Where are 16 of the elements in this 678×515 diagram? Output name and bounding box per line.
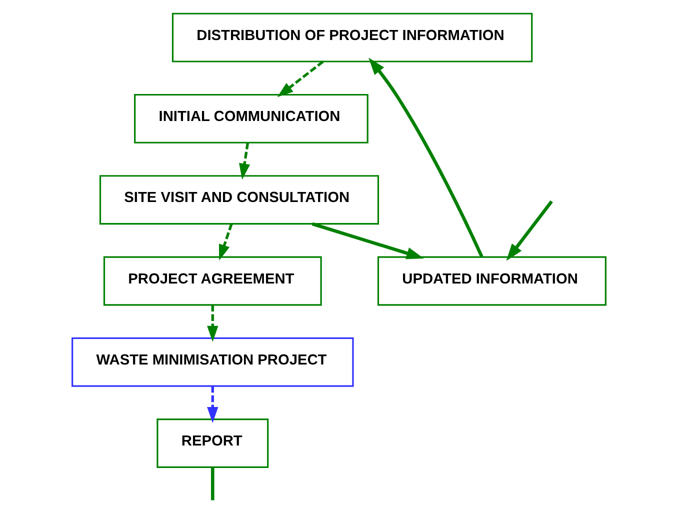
connector <box>210 467 214 500</box>
node-box: SITE VISIT AND CONSULTATION <box>99 175 380 225</box>
arrow <box>239 142 250 180</box>
node-box: UPDATED INFORMATION <box>377 256 606 306</box>
node-box: DISTRIBUTION OF PROJECT INFORMATION <box>172 12 533 62</box>
node-box: REPORT <box>156 418 269 468</box>
arrow <box>207 305 218 342</box>
arrow <box>218 223 233 261</box>
arrow <box>368 58 484 258</box>
arrow <box>506 200 553 261</box>
arrow <box>277 60 324 98</box>
node-box: PROJECT AGREEMENT <box>103 256 322 306</box>
node-box: WASTE MINIMISATION PROJECT <box>72 337 354 387</box>
arrow <box>207 386 218 424</box>
arrow <box>312 222 424 260</box>
node-box: INITIAL COMMUNICATION <box>134 94 368 144</box>
